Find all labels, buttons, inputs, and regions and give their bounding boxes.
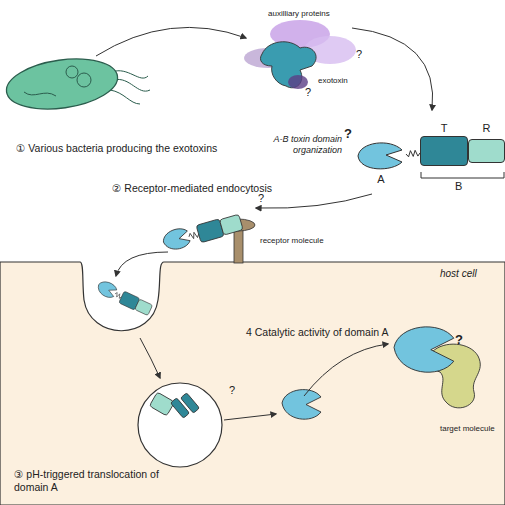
free-a-domain (282, 390, 321, 420)
callout-text: exotoxin (318, 76, 368, 86)
bound-toxin (161, 211, 243, 252)
region-label: host cell (440, 268, 500, 280)
domain-label: A (356, 173, 406, 186)
host-cell-membrane (0, 262, 505, 505)
callout-text: auxilliary proteins (268, 9, 358, 19)
callout-text: receptor molecule (260, 236, 350, 246)
question-mark: ? (455, 332, 469, 348)
flow-arrow (224, 414, 276, 420)
question-mark: ? (344, 126, 358, 142)
step-label: ① Various bacteria producing the exotoxi… (16, 142, 276, 155)
bacterium-dna (24, 92, 56, 96)
step-label: 4 Catalytic activity of domain A (246, 326, 446, 339)
step-label: ② Receptor-mediated endocytosis (112, 182, 312, 195)
a-domain-outline (358, 143, 402, 169)
linker (406, 150, 420, 157)
domain-label: T (420, 122, 468, 135)
flow-arrow (96, 27, 246, 56)
question-mark: ? (229, 384, 241, 397)
domain-shape (356, 140, 406, 172)
a-domain-shape (394, 327, 454, 372)
toxin-r-domain (149, 392, 174, 416)
a-domain-shape (282, 390, 321, 420)
flow-arrow (256, 194, 372, 208)
callout-text: target molecule (440, 424, 505, 434)
flow-arrow (140, 338, 160, 378)
flow-arrow (352, 28, 433, 110)
bacterium-organelle (77, 73, 91, 87)
toxin-pore (181, 393, 200, 413)
domain-shape (468, 139, 505, 163)
bacterium-body (3, 52, 121, 115)
endosome (138, 383, 222, 467)
flow-arrow (116, 252, 168, 276)
process-arrows (96, 27, 433, 420)
step-label: ③ pH-triggered translocation of domain A (14, 468, 172, 493)
flow-arrow (304, 344, 388, 396)
domain-label: B (455, 180, 469, 193)
toxin-domain: T (420, 122, 468, 168)
toxin-domain: R (468, 122, 505, 168)
question-mark: ? (258, 192, 270, 205)
domain-shape (420, 136, 468, 166)
question-mark: ? (356, 48, 368, 61)
active-a-domain (394, 327, 454, 372)
bacterium-organelle (66, 66, 78, 78)
bacterium (3, 52, 150, 115)
domain-label: R (468, 122, 505, 135)
toxin-domain: A (356, 140, 406, 188)
question-mark: ? (305, 86, 317, 99)
callout-text: A-B toxin domain organization (252, 134, 342, 156)
endocytosed-toxin (95, 279, 153, 316)
bracket (421, 172, 504, 178)
